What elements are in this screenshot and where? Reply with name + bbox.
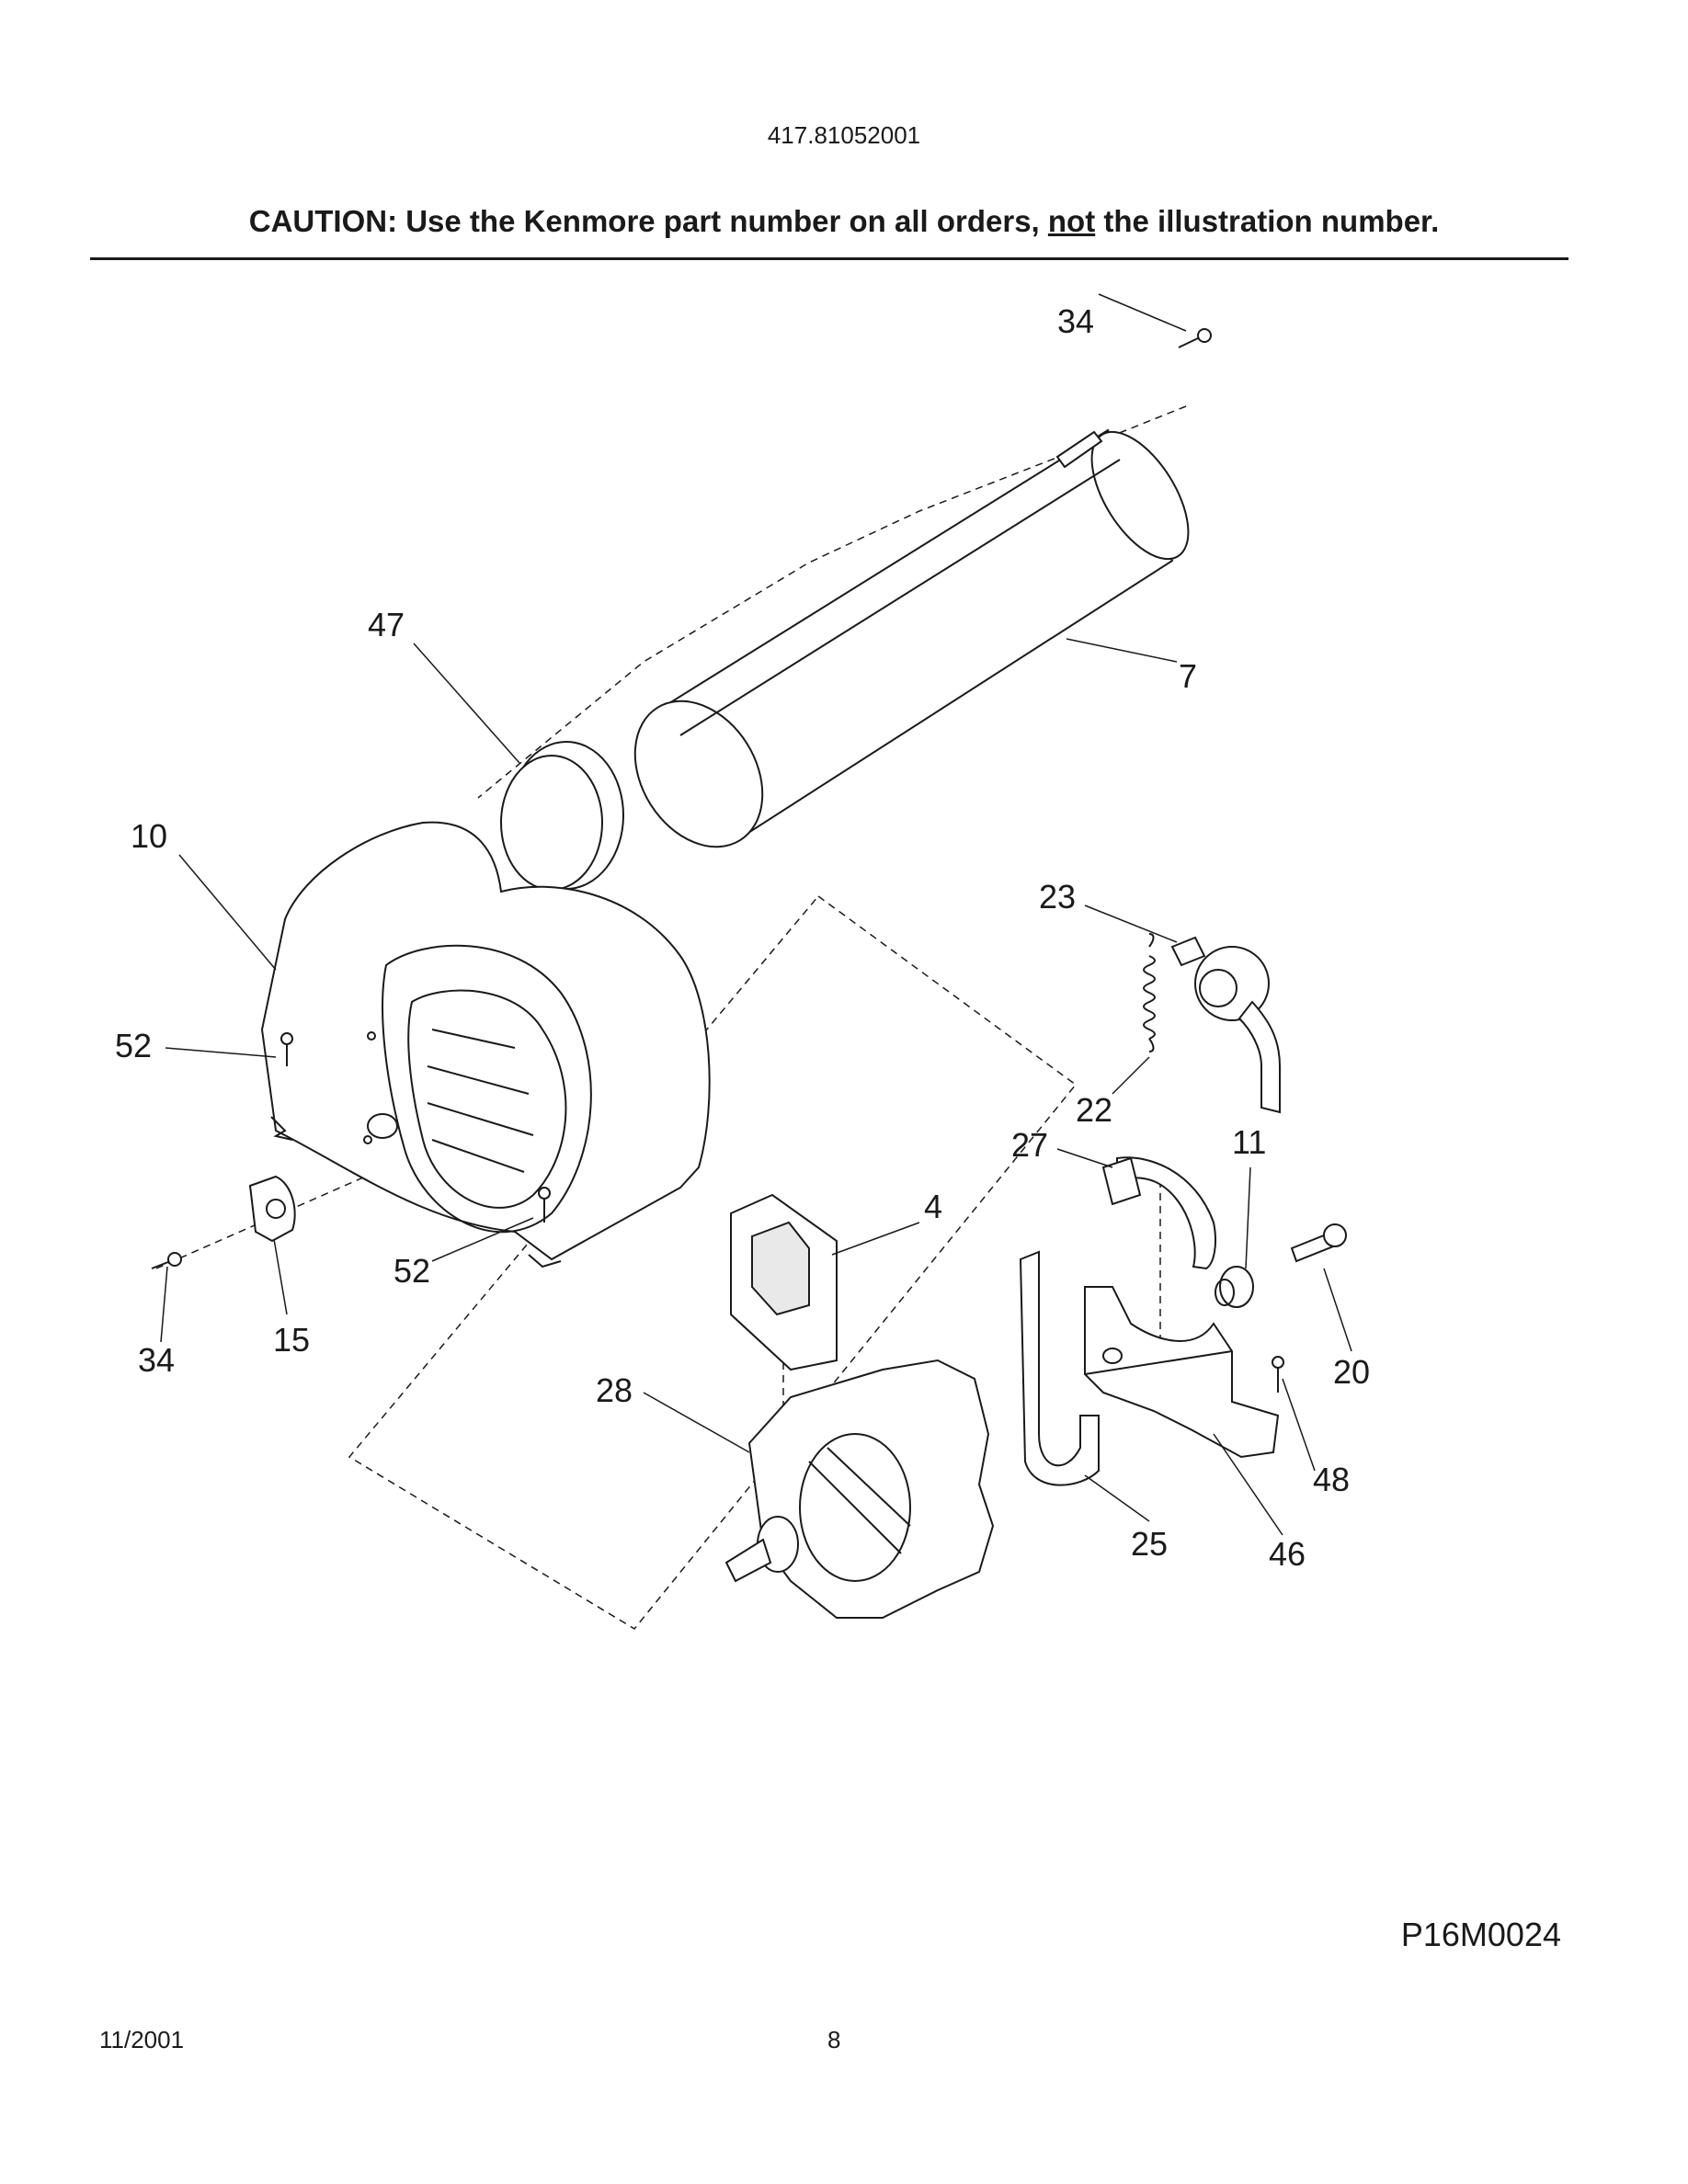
callout-34-lower: 34	[138, 1341, 175, 1379]
caution-notice: CAUTION: Use the Kenmore part number on …	[0, 204, 1688, 239]
belt-slide	[1101, 1156, 1216, 1270]
callout-28: 28	[596, 1371, 633, 1409]
callout-7: 7	[1179, 657, 1197, 695]
callout-11: 11	[1232, 1123, 1266, 1161]
header-divider	[90, 257, 1568, 260]
callout-10: 10	[131, 817, 167, 855]
callout-46: 46	[1269, 1535, 1306, 1573]
screw-52-upper	[280, 1032, 293, 1066]
callout-27: 27	[1011, 1126, 1048, 1164]
drive-belt	[1019, 1250, 1100, 1486]
idler-pulley	[1170, 936, 1281, 1114]
screw-52-lower	[538, 1187, 551, 1223]
callout-23: 23	[1039, 878, 1076, 916]
drive-motor	[724, 1359, 995, 1619]
assembly-guide-lower-left	[155, 1166, 387, 1269]
assembly-guide-plane	[348, 894, 1078, 1630]
motor-mount-clip	[730, 1193, 838, 1371]
caution-emphasis: not	[1047, 204, 1096, 238]
bolt-part-20	[1290, 1223, 1347, 1263]
callout-47: 47	[368, 606, 405, 643]
callout-15: 15	[273, 1321, 310, 1359]
exploded-parts-diagram: 34 47 7 10 23 52 22 27 11 4 52 34 15 20 …	[115, 293, 1370, 1630]
callout-4: 4	[924, 1188, 942, 1225]
caution-prefix: CAUTION: Use the Kenmore part number on …	[248, 204, 1048, 238]
screw-48	[1272, 1356, 1284, 1393]
page-number: 8	[827, 2026, 841, 2053]
idler-spring	[1143, 933, 1156, 1052]
duct-seal-ring	[500, 741, 624, 891]
callout-20: 20	[1333, 1353, 1370, 1391]
motor-bracket	[1084, 1286, 1280, 1459]
revision-date: 11/2001	[99, 2026, 185, 2053]
model-number: 417.81052001	[767, 121, 921, 149]
callout-22: 22	[1076, 1091, 1112, 1129]
callout-48: 48	[1313, 1461, 1350, 1498]
screw-34-upper	[1178, 328, 1212, 348]
callout-52-upper: 52	[115, 1027, 152, 1064]
bushing-part-15	[248, 1175, 296, 1243]
callout-25: 25	[1131, 1525, 1168, 1563]
roller-part-11	[1215, 1266, 1254, 1308]
callout-52-lower: 52	[393, 1252, 430, 1290]
screw-34-lower	[151, 1252, 182, 1269]
caution-suffix: the illustration number.	[1095, 204, 1440, 238]
exhaust-duct	[633, 428, 1190, 848]
callout-34-top: 34	[1057, 302, 1094, 340]
blower-housing	[260, 821, 711, 1268]
diagram-code: P16M0024	[1400, 1916, 1561, 1953]
